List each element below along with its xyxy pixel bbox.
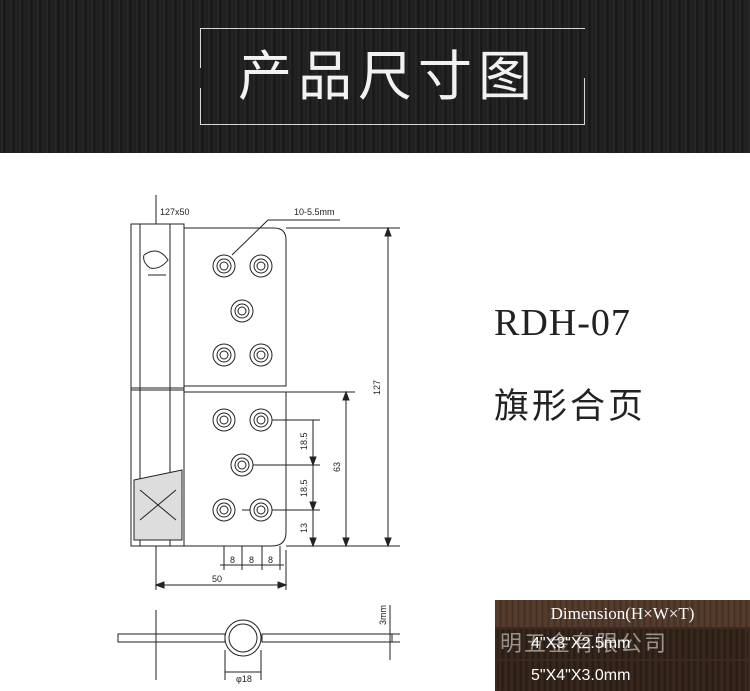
thickness-3mm-label: 3mm (378, 605, 388, 625)
height-63-label: 63 (332, 462, 342, 472)
spec-table: Dimension(H×W×T) 4"X3"X2.5mm 5"X4"X3.0mm (495, 600, 750, 691)
lower-leaf-outline (183, 391, 287, 547)
spec-row: 4"X3"X2.5mm (497, 629, 748, 659)
screw-hole (212, 498, 236, 522)
screw-hole (212, 254, 236, 278)
spacing-13-label: 13 (299, 523, 309, 533)
product-name: 旗形合页 (494, 387, 647, 427)
cross-section-view (117, 605, 400, 680)
screw-hole (249, 343, 273, 367)
hinge-technical-drawing: 127x50 10-5.5mm 127 63 18.5 18.5 13 8 8 … (117, 195, 400, 684)
spacing-8-b-label: 8 (249, 555, 254, 565)
screw-hole (230, 453, 254, 477)
spec-row: 5"X4"X3.0mm (497, 661, 748, 691)
size-label: 127x50 (160, 207, 190, 217)
spacing-18-5-a-label: 18.5 (299, 432, 309, 450)
screw-hole (249, 408, 273, 432)
product-model: RDH-07 (494, 302, 631, 344)
screw-hole (249, 254, 273, 278)
spacing-8-c-label: 8 (268, 555, 273, 565)
screw-hole (249, 498, 273, 522)
height-127-label: 127 (372, 380, 382, 395)
spacing-18-5-b-label: 18.5 (299, 479, 309, 497)
upper-leaf-outline (183, 227, 287, 387)
title-banner: 产品尺寸图 (0, 0, 750, 153)
screw-hole (212, 343, 236, 367)
screw-hole (230, 299, 254, 323)
spec-table-header: Dimension(H×W×T) (495, 600, 750, 627)
diameter-18-label: φ18 (236, 674, 252, 684)
screw-hole (212, 408, 236, 432)
spacing-8-a-label: 8 (230, 555, 235, 565)
banner-title: 产品尺寸图 (238, 45, 538, 108)
screw-label: 10-5.5mm (294, 207, 335, 217)
width-50-label: 50 (212, 574, 222, 584)
